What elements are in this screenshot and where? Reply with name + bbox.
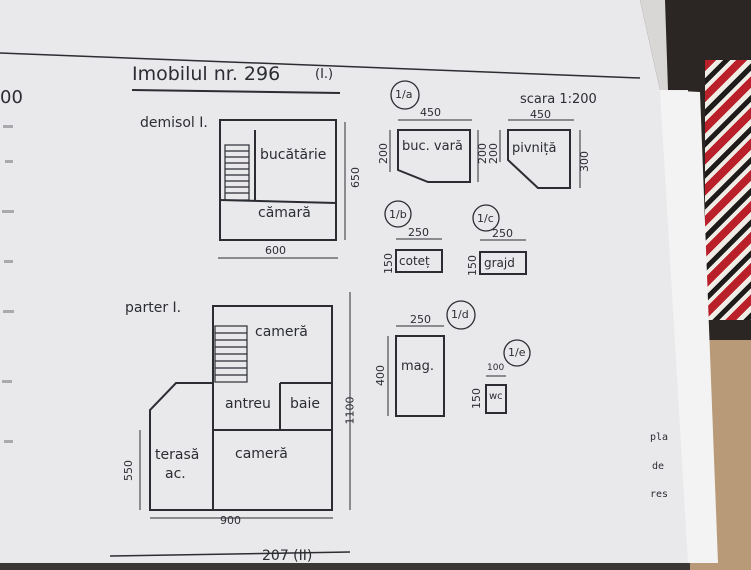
margin-note-2: de: [652, 461, 665, 472]
dim-650: 650: [349, 167, 362, 188]
dim-550: 550: [122, 460, 135, 481]
annex-1d-dim-400: 400: [374, 365, 387, 386]
dim-600: 600: [265, 244, 286, 257]
annex-wc: wc: [489, 391, 503, 402]
demisol-label: demisol I.: [140, 115, 208, 131]
annex-1d-code: 1/d: [451, 308, 469, 321]
margin-note-1: pla: [650, 432, 669, 443]
room-camera-top: cameră: [255, 324, 308, 340]
annex-1a-dim-450: 450: [420, 106, 441, 119]
dim-1100: 1100: [343, 396, 357, 425]
annex-1b-dim-250: 250: [408, 226, 429, 239]
annex-1b-dim-150: 150: [382, 253, 395, 274]
pivnita-dim-300: 300: [578, 151, 591, 172]
pivnita-dim-200: 200: [487, 143, 500, 164]
annex-1b-code: 1/b: [389, 208, 407, 221]
annex-buc-vara: buc. vară: [402, 139, 463, 154]
next-title-fragment: 207 (II): [262, 548, 313, 564]
dim-900: 900: [220, 514, 241, 527]
pivnita-dim-450: 450: [530, 108, 551, 121]
annex-1c-dim-250: 250: [492, 227, 513, 240]
annex-1c-code: 1/c: [477, 212, 494, 225]
room-antreu: antreu: [225, 396, 271, 412]
page-marker: 00: [0, 87, 23, 108]
patterned-blanket: [705, 60, 751, 320]
annex-1a-dim-200-left: 200: [377, 143, 390, 164]
room-ac: ac.: [165, 466, 186, 482]
annex-mag: mag.: [401, 359, 435, 374]
annex-1a-code: 1/a: [395, 88, 413, 101]
annex-1e-dim-100: 100: [487, 363, 505, 373]
parter-label: parter I.: [125, 300, 182, 316]
margin-note-3: res: [650, 489, 669, 500]
scale-label: scara 1:200: [520, 92, 597, 107]
room-bucatarie: bucătărie: [260, 147, 327, 163]
room-baie: baie: [290, 396, 320, 412]
annex-1e-code: 1/e: [508, 346, 526, 359]
document-title-suffix: (I.): [315, 67, 334, 82]
annex-pivnita: pivniță: [512, 141, 557, 156]
annex-grajd: grajd: [484, 256, 515, 270]
document-title: Imobilul nr. 296: [132, 63, 281, 85]
annex-1e-dim-150: 150: [470, 388, 483, 409]
annex-cotet: coteț: [399, 254, 430, 268]
room-camara: cămară: [258, 205, 311, 221]
annex-1c-dim-150: 150: [466, 255, 479, 276]
annex-1d-dim-250: 250: [410, 313, 431, 326]
room-terasa: terasă: [155, 447, 200, 463]
room-camera-bottom: cameră: [235, 446, 288, 462]
